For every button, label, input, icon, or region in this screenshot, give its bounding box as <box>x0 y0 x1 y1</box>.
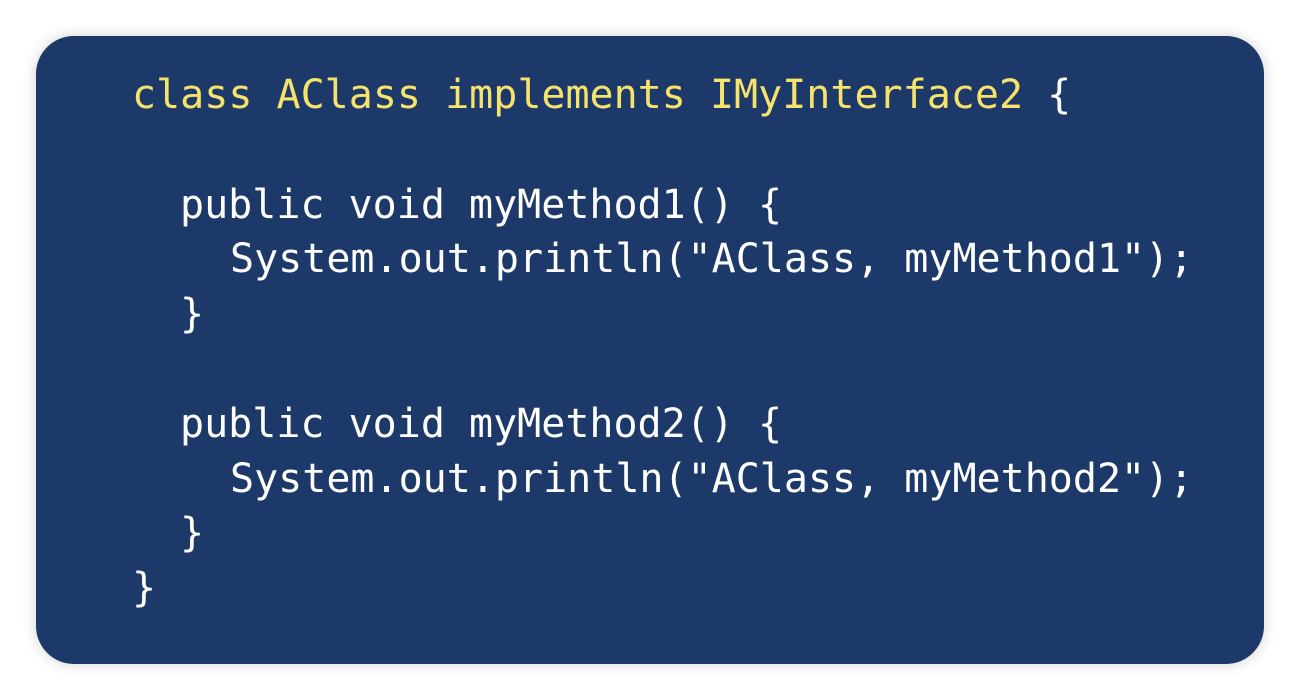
class-opening-brace: { <box>1023 72 1072 118</box>
code-line-method2-signature: public void myMethod2() { <box>180 400 783 447</box>
code-line-blank <box>132 342 1193 397</box>
code-line-class-close: } <box>132 565 157 612</box>
class-declaration-text: class AClass implements IMyInterface2 <box>132 72 1024 118</box>
code-line-blank <box>132 123 1193 178</box>
code-line-method2-body: System.out.println("AClass, myMethod2"); <box>230 455 1194 502</box>
code-line-method1-signature: public void myMethod1() { <box>180 181 783 228</box>
code-block: class AClass implements IMyInterface2 { … <box>132 68 1193 616</box>
code-line-class-declaration: class AClass implements IMyInterface2 { <box>132 68 1193 123</box>
code-line-method2-close: } <box>180 510 205 557</box>
code-line-method1-body: System.out.println("AClass, myMethod1"); <box>230 236 1194 283</box>
code-slide-panel: class AClass implements IMyInterface2 { … <box>36 36 1264 664</box>
code-line-method1-close: } <box>180 291 205 338</box>
